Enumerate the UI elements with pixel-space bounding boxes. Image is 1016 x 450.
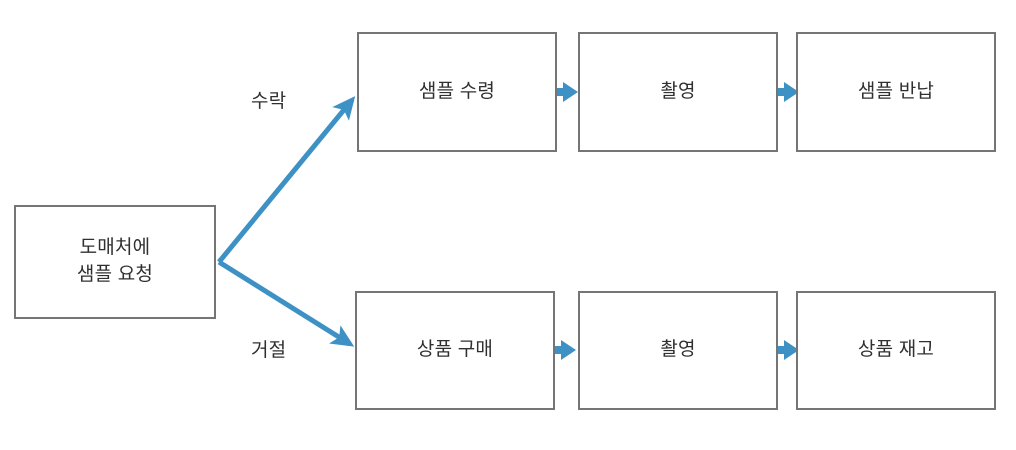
arrow-top-1-to-top-2 xyxy=(557,82,578,102)
node-sample-return[interactable]: 샘플 반납 xyxy=(796,32,996,152)
node-product-stock[interactable]: 상품 재고 xyxy=(796,291,996,410)
node-wholesaler-sample-request[interactable]: 도매처에 샘플 요청 xyxy=(14,205,216,319)
node-label: 상품 재고 xyxy=(857,339,935,361)
node-label: 촬영 xyxy=(660,80,696,102)
edge-label-reject: 거절 xyxy=(251,340,287,361)
node-product-purchase[interactable]: 상품 구매 xyxy=(355,291,555,410)
arrow-top-2-to-top-3 xyxy=(778,82,799,102)
arrow-bot-2-to-bot-3 xyxy=(778,340,799,360)
arrow-bot-1-to-bot-2 xyxy=(555,340,576,360)
arrow-request-to-sample-receive xyxy=(217,96,356,264)
edge-label-accept: 수락 xyxy=(251,91,287,112)
node-label: 상품 구매 xyxy=(416,339,494,361)
arrow-request-to-product-purchase xyxy=(217,259,355,347)
node-label: 도매처에 샘플 요청 xyxy=(76,237,154,285)
node-shooting-reject[interactable]: 촬영 xyxy=(578,291,778,410)
node-shooting-accept[interactable]: 촬영 xyxy=(578,32,778,152)
node-sample-receive[interactable]: 샘플 수령 xyxy=(357,32,557,152)
node-label: 촬영 xyxy=(660,339,696,361)
node-label: 샘플 수령 xyxy=(418,80,496,102)
node-label: 샘플 반납 xyxy=(857,80,935,102)
